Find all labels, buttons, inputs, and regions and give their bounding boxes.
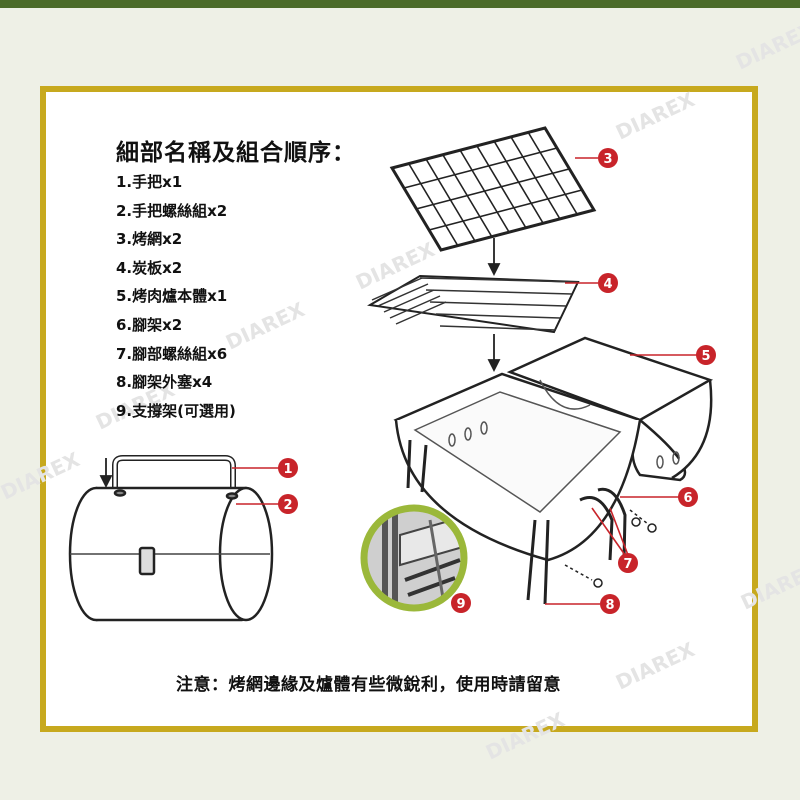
- watermark: DIAREX: [612, 87, 699, 144]
- parts-heading: 細部名稱及組合順序：: [116, 140, 356, 166]
- list-item: 2.手把螺絲組x2: [116, 201, 228, 220]
- watermark: DIAREX: [732, 17, 800, 74]
- callout-2: [278, 494, 298, 514]
- callout-3: [598, 148, 618, 168]
- callout-1: [278, 458, 298, 478]
- list-item: 8.腳架外塞x4: [116, 373, 213, 392]
- list-item: 5.烤肉爐本體x1: [116, 287, 228, 306]
- list-item: 6.腳架x2: [116, 315, 183, 334]
- callout-7: [618, 553, 638, 573]
- closed-grill-drawing: [68, 455, 274, 622]
- safety-note: 注意：烤網邊緣及爐體有些微銳利，使用時請留意: [176, 675, 561, 695]
- callout-5: [696, 345, 716, 365]
- callout-8-label: 8: [605, 598, 614, 613]
- watermark: DIAREX: [612, 637, 699, 694]
- callout-markers: 3 4 5 1 2 6 7 8 9: [278, 148, 716, 614]
- top-accent-bar: [0, 0, 800, 8]
- support-frame-inset: [360, 504, 468, 612]
- callout-5-label: 5: [701, 349, 710, 364]
- leg-screws-drawing: [564, 509, 657, 588]
- callout-9: [451, 593, 471, 613]
- list-item: 9.支撐架(可選用): [116, 401, 236, 420]
- callout-6: [678, 487, 698, 507]
- watermark: DIAREX: [737, 557, 800, 614]
- callout-7-label: 7: [623, 557, 632, 572]
- charcoal-plate-drawing: [367, 274, 580, 334]
- callout-4-label: 4: [603, 277, 612, 292]
- parts-list: 1.手把x1 2.手把螺絲組x2 3.烤網x2 4.炭板x2 5.烤肉爐本體x1…: [116, 168, 236, 425]
- callout-3-label: 3: [603, 152, 612, 167]
- grill-grate-drawing: [389, 126, 597, 252]
- list-item: 1.手把x1: [116, 173, 183, 191]
- list-item: 3.烤網x2: [116, 230, 183, 249]
- callout-1-label: 1: [283, 462, 292, 477]
- callout-6-label: 6: [683, 491, 692, 506]
- callout-2-label: 2: [283, 498, 292, 513]
- callout-8: [600, 594, 620, 614]
- grill-body-drawing: [393, 336, 714, 605]
- assembly-arrows: [99, 238, 501, 489]
- list-item: 4.炭板x2: [116, 258, 183, 277]
- list-item: 7.腳部螺絲組x6: [116, 344, 228, 363]
- watermark: DIAREX: [482, 707, 569, 764]
- callout-9-label: 9: [456, 597, 465, 612]
- callout-lines: [232, 157, 698, 605]
- watermark: DIAREX: [0, 447, 84, 504]
- callout-4: [598, 273, 618, 293]
